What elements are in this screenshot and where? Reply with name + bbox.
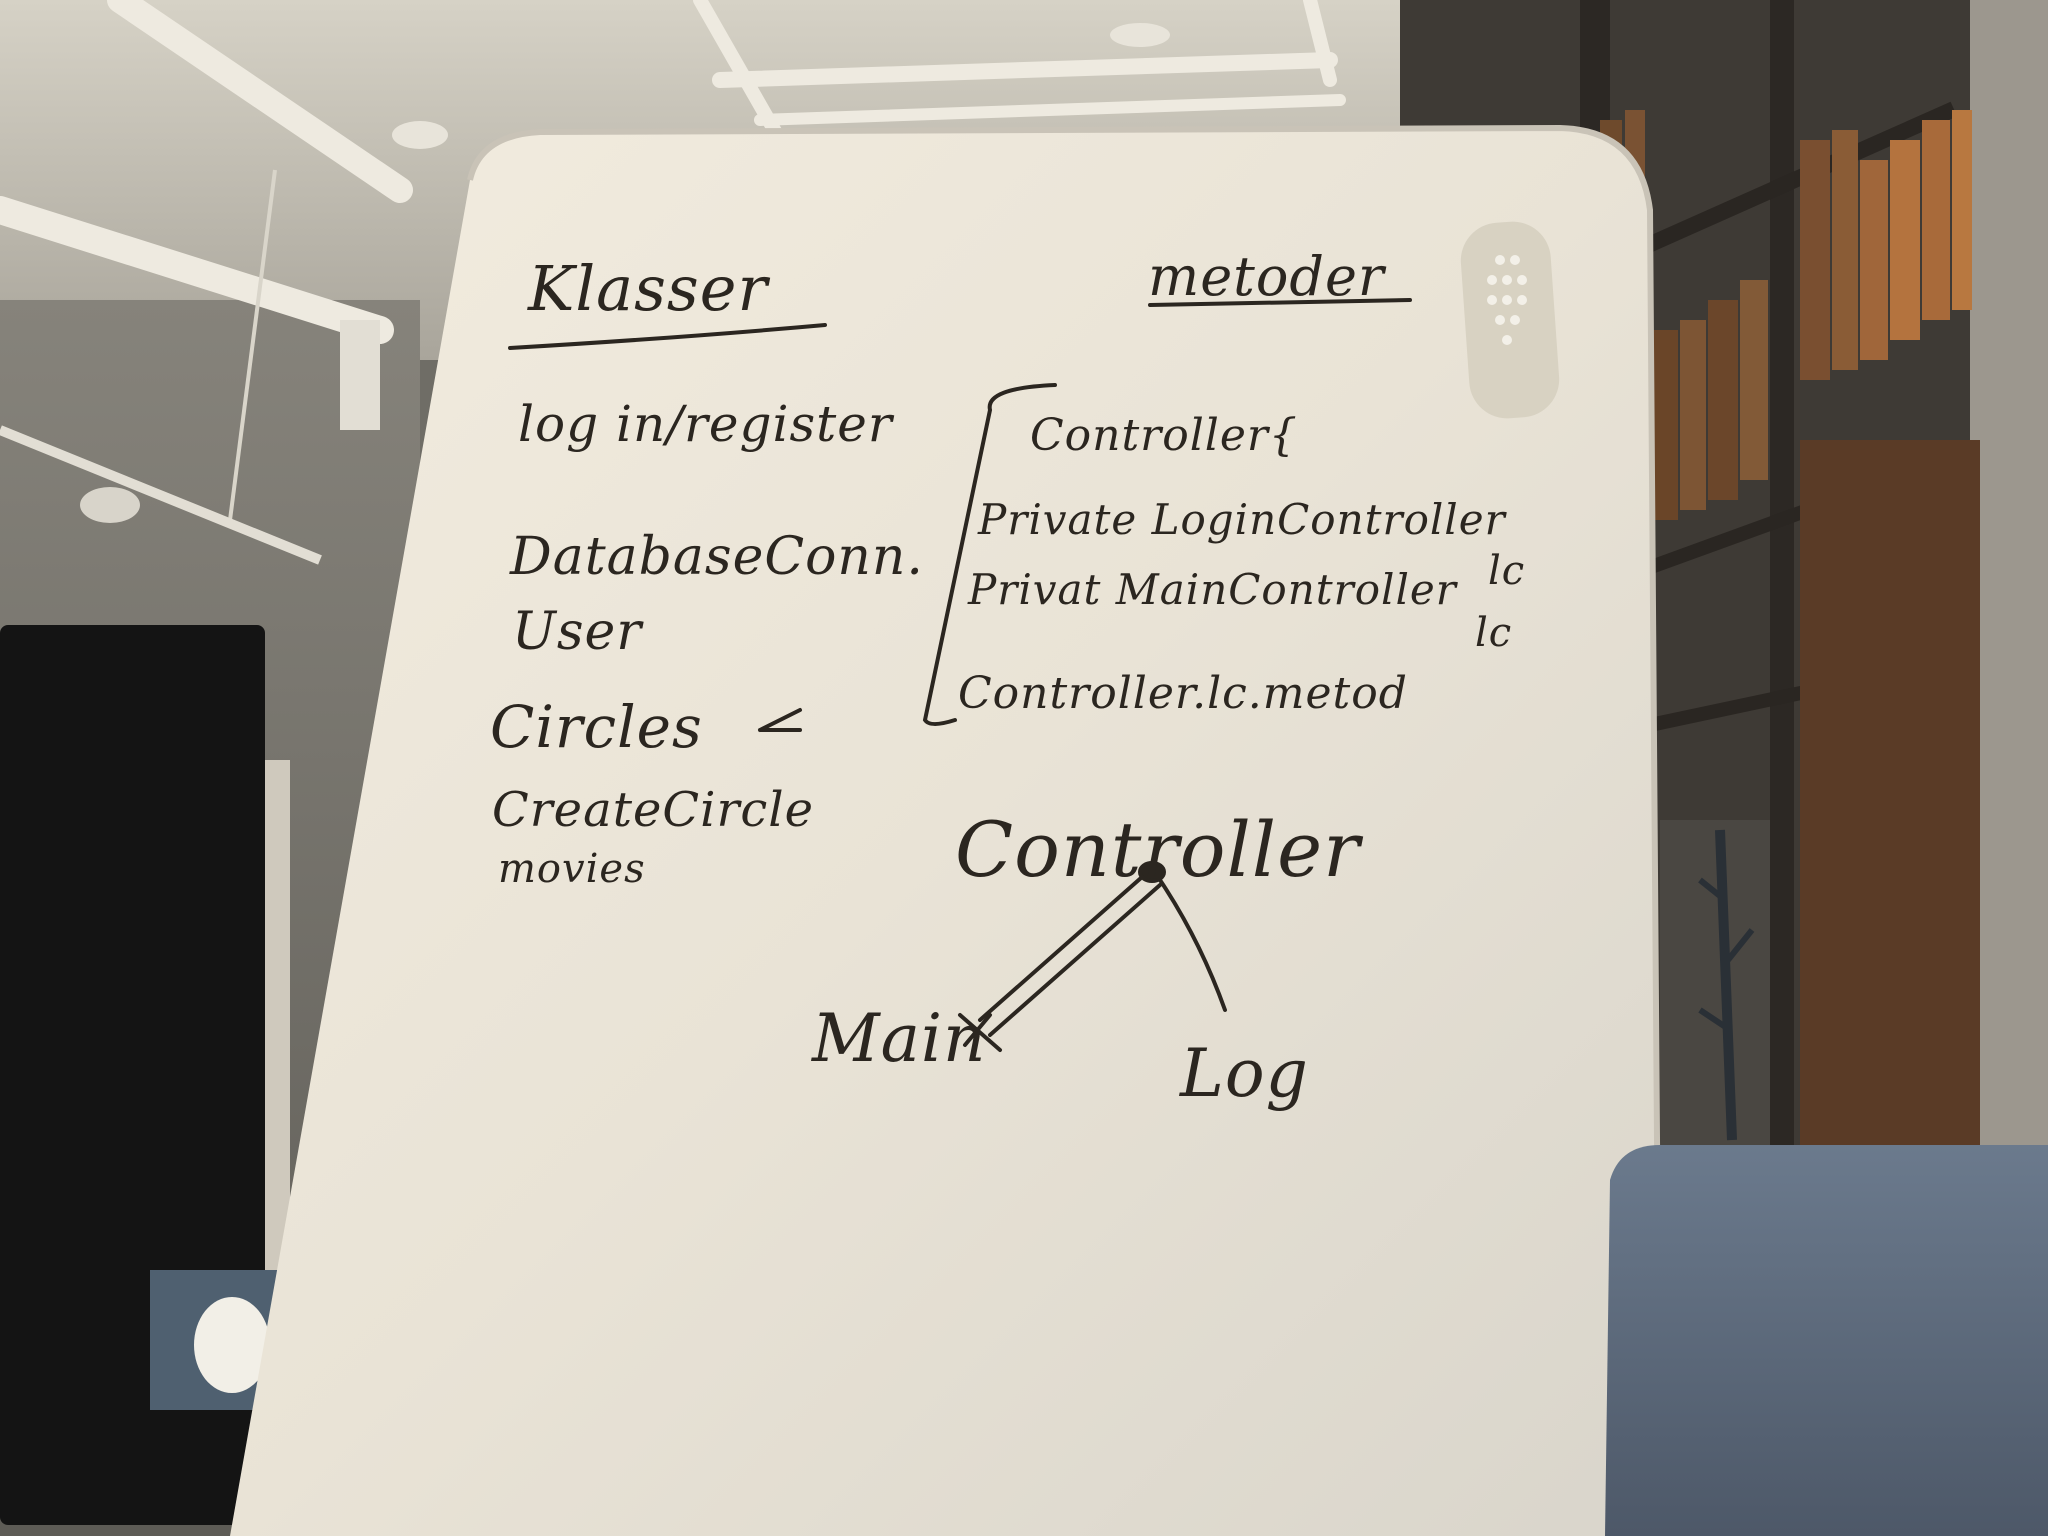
- class-item-user: User: [512, 602, 643, 662]
- class-item-login-register: log in/register: [518, 395, 893, 453]
- class-item-database-conn: DatabaseConn.: [510, 527, 924, 587]
- controller-call: Controller.lc.metod: [958, 668, 1408, 719]
- diagram-right-log: Log: [1180, 1035, 1309, 1112]
- heading-classes: Klasser: [528, 252, 769, 325]
- controller-line-main-suffix: lc: [1475, 610, 1513, 656]
- whiteboard-edge: [467, 124, 1663, 1536]
- ceiling-fixture: [1110, 23, 1170, 47]
- eraser: [1460, 221, 1560, 419]
- controller-opening: Controller{: [1030, 410, 1298, 461]
- wall-lamp: [80, 487, 140, 523]
- whiteboard-surface: [230, 128, 1660, 1536]
- diagram-left-main: Main: [812, 1000, 987, 1077]
- controller-line-login: Private LoginController: [978, 495, 1506, 544]
- heading-methods: metoder: [1148, 245, 1385, 308]
- class-item-create-circle: CreateCircle: [492, 782, 815, 838]
- controller-line-main: Privat MainController: [968, 565, 1457, 614]
- diagram-root-controller: Controller: [955, 805, 1361, 894]
- marker-strokes: [508, 298, 1412, 1052]
- ceiling-pipes: [0, 0, 1346, 344]
- class-item-movies: movies: [498, 846, 646, 892]
- ceiling-fixture: [392, 121, 448, 149]
- controller-line-login-suffix: lc: [1488, 548, 1526, 594]
- class-item-circles: Circles: [490, 693, 703, 761]
- armchair: [1605, 1145, 2048, 1536]
- ceiling-light-column: [340, 320, 380, 430]
- paper-roll: [194, 1297, 270, 1393]
